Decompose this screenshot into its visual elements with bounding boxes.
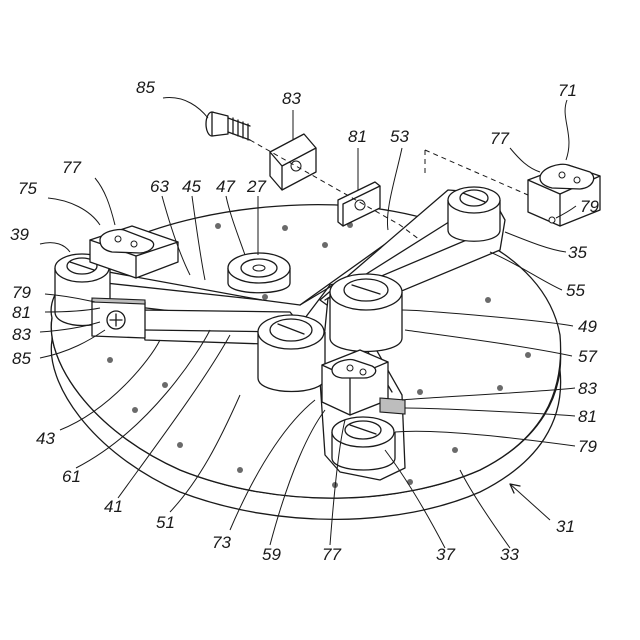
numeral-77-left: 77	[62, 158, 81, 177]
numeral-83-right: 83	[578, 379, 597, 398]
numeral-43: 43	[36, 429, 55, 448]
numeral-79-right: 79	[580, 197, 599, 216]
numeral-49: 49	[578, 317, 597, 336]
plate-83-exploded	[270, 134, 316, 190]
numeral-51: 51	[156, 513, 175, 532]
bracket-71-exploded	[528, 164, 600, 226]
numeral-81-top: 81	[348, 127, 367, 146]
roller-37	[332, 417, 395, 470]
screw-85-exploded	[206, 112, 250, 140]
numeral-71: 71	[558, 81, 577, 100]
numeral-41: 41	[104, 497, 123, 516]
numeral-77-right: 77	[490, 129, 509, 148]
numeral-83-top: 83	[282, 89, 301, 108]
numeral-59: 59	[262, 545, 281, 564]
numeral-27: 27	[246, 177, 266, 196]
numeral-83-left: 83	[12, 325, 31, 344]
numeral-57: 57	[578, 347, 597, 366]
numeral-35: 35	[568, 243, 587, 262]
numeral-79-left: 79	[12, 283, 31, 302]
numeral-37: 37	[436, 545, 455, 564]
numeral-45: 45	[182, 177, 201, 196]
numeral-73: 73	[212, 533, 231, 552]
numeral-55: 55	[566, 281, 585, 300]
numeral-31: 31	[556, 517, 575, 536]
numeral-79-lower: 79	[578, 437, 597, 456]
numeral-81-left: 81	[12, 303, 31, 322]
numeral-61: 61	[62, 467, 81, 486]
numeral-63: 63	[150, 177, 169, 196]
central-hub	[228, 253, 290, 293]
numeral-85-left: 85	[12, 349, 31, 368]
numeral-85-top: 85	[136, 78, 155, 97]
numeral-33: 33	[500, 545, 519, 564]
post-51	[258, 315, 325, 392]
numeral-47: 47	[216, 177, 235, 196]
numeral-75: 75	[18, 179, 37, 198]
numeral-81-right: 81	[578, 407, 597, 426]
post-49	[330, 274, 402, 352]
numeral-39: 39	[10, 225, 29, 244]
numeral-53: 53	[390, 127, 409, 146]
numeral-77-bottom: 77	[322, 545, 341, 564]
roller-35	[448, 187, 500, 241]
clamp-left	[92, 298, 145, 338]
